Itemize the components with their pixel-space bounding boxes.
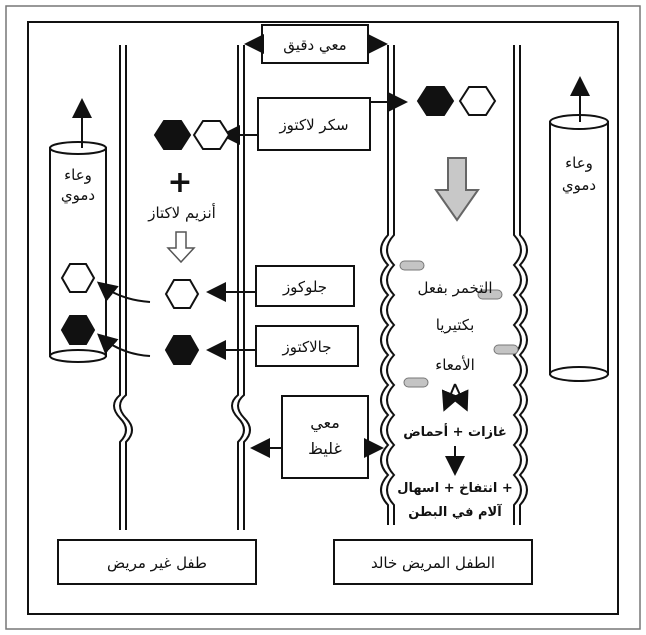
lactose-molecule-right xyxy=(416,86,497,116)
lactase-enzyme-label: أنزيم لاكتاز xyxy=(147,203,216,222)
symptoms-label-2: آلام في البطن xyxy=(408,503,502,520)
symptoms-label-1: انتفاخ + اسهال + xyxy=(397,481,513,496)
svg-text:سكر لاكتوز: سكر لاكتوز xyxy=(278,116,348,134)
outer-frame xyxy=(5,5,641,630)
svg-text:غليظ: غليظ xyxy=(308,439,342,458)
gases-acids-label: غازات + أحماض xyxy=(403,423,507,440)
blood-vessel-left-label-2: دموي xyxy=(61,186,95,205)
glucose-in-blood xyxy=(60,263,96,293)
svg-text:معي: معي xyxy=(310,413,340,433)
galactose-in-blood xyxy=(60,315,96,345)
split-arrow-left xyxy=(441,383,461,412)
blood-vessel-right-label-2: دموي xyxy=(562,176,596,195)
absorption-arrow-galactose xyxy=(97,333,151,357)
galactose-label: جالاكتوز xyxy=(206,325,359,367)
absorption-arrow-glucose xyxy=(96,281,151,303)
svg-text:معي دقيق: معي دقيق xyxy=(283,36,346,55)
lactose-molecule-left xyxy=(153,120,231,150)
right-intestine xyxy=(380,45,528,525)
lactose-label: سكر لاكتوز xyxy=(220,92,408,151)
glucose-label: جلوكوز xyxy=(206,265,355,307)
large-intestine-label: معي غليظ xyxy=(250,395,384,479)
svg-text:الطفل المريض خالد: الطفل المريض خالد xyxy=(371,554,495,572)
healthy-child-caption: طفل غير مريض xyxy=(57,539,257,585)
fermentation-label-2: بكتيريا xyxy=(436,316,475,334)
split-arrow-right xyxy=(450,383,469,412)
right-blood-vessel: وعاء دموي xyxy=(549,76,609,382)
small-intestine-label: معي دقيق xyxy=(244,24,388,64)
svg-text:جالاكتوز: جالاكتوز xyxy=(281,338,331,356)
plus-sign: + xyxy=(167,165,192,200)
blood-vessel-right-label-1: وعاء xyxy=(565,154,593,172)
svg-text:جلوكوز: جلوكوز xyxy=(282,278,327,296)
glucose-molecule xyxy=(164,279,200,309)
fermentation-label-3: الأمعاء xyxy=(435,355,475,374)
galactose-molecule xyxy=(164,335,200,365)
inner-frame xyxy=(27,21,619,615)
sick-child-caption: الطفل المريض خالد xyxy=(333,539,533,585)
down-arrow-left xyxy=(166,231,196,264)
left-intestine xyxy=(113,45,251,530)
svg-text:طفل غير مريض: طفل غير مريض xyxy=(107,554,207,572)
down-arrow-right xyxy=(434,157,480,222)
bacteria xyxy=(399,260,519,388)
blood-vessel-left-label-1: وعاء xyxy=(64,166,92,184)
fermentation-label-1: التخمر بفعل xyxy=(417,279,492,297)
